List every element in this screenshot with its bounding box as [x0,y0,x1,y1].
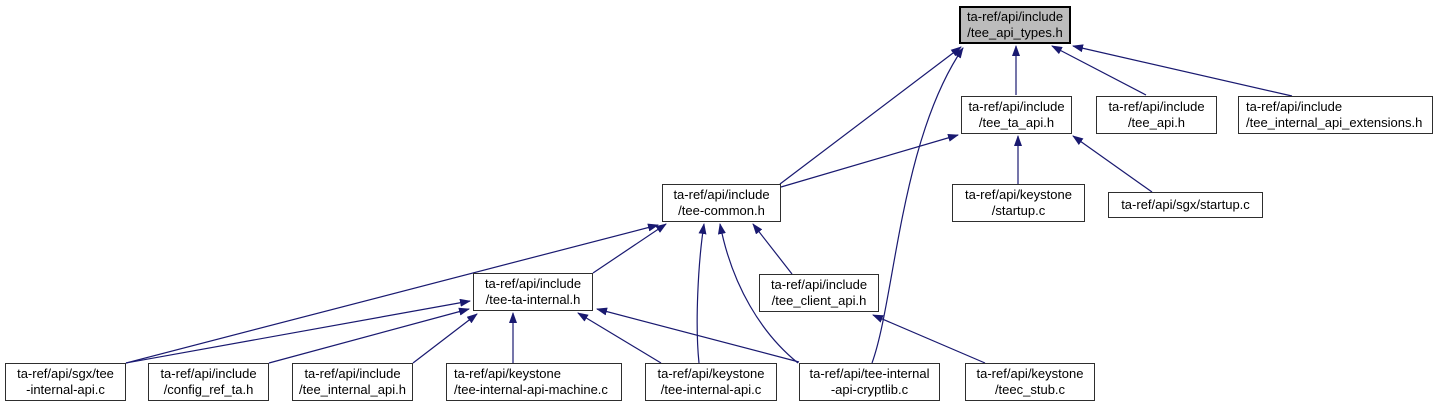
node-label-line: ta-ref/api/sgx/startup.c [1121,197,1250,212]
edge-tee_internal_api_extensions_h-to-tee_api_types_h [1072,44,1293,97]
edge-tee_internal_api_cryptlib_c-to-tee_common_h [717,223,799,364]
graph-node-tee_internal_api_extensions_h[interactable]: ta-ref/api/include/tee_internal_api_exte… [1238,96,1433,134]
node-label-line: /tee_api.h [1127,115,1186,130]
node-label-line: ta-ref/api/include [968,99,1065,114]
graph-node-tee_api_types_h[interactable]: ta-ref/api/include/tee_api_types.h [959,6,1071,44]
graph-node-sgx_startup_c[interactable]: ta-ref/api/sgx/startup.c [1108,192,1263,218]
node-label-line: ta-ref/api/keystone [657,366,765,381]
edges [125,44,1293,364]
node-label-line: /teec_stub.c [994,382,1066,397]
node-label-line: ta-ref/api/sgx/tee [17,366,114,381]
edge-tee_internal_api_cryptlib_c-to-tee_api_types_h [871,47,964,364]
node-label-line: /tee-internal-api-machine.c [454,382,608,397]
node-label-line: /tee_internal_api.h [299,382,406,397]
edge-tee_common_h-to-tee_api_types_h [779,46,962,185]
node-label-line: ta-ref/api/keystone [976,366,1084,381]
node-label-line: /tee_ta_api.h [978,115,1055,130]
edge-sgx_startup_c-to-tee_ta_api_h [1072,135,1153,193]
node-label-line: /config_ref_ta.h [163,382,254,397]
node-label-line: ta-ref/api/keystone [965,187,1072,202]
edge-keystone_tee_internal_api_c-to-tee_ta_internal_h [577,312,662,364]
graph-node-keystone_startup_c[interactable]: ta-ref/api/keystone/startup.c [952,184,1085,222]
node-label-line: ta-ref/api/include [484,276,582,291]
node-label-line: /tee-ta-internal.h [485,292,581,307]
node-label-line: ta-ref/api/include [673,187,770,202]
edge-tee_ta_internal_h-to-tee_common_h [592,223,667,274]
edge-sgx_tee_internal_api_c-to-tee_common_h [125,223,659,364]
node-label-line: /tee_internal_api_extensions.h [1246,115,1423,130]
graph-node-tee_client_api_h[interactable]: ta-ref/api/include/tee_client_api.h [759,274,879,312]
edge-tee_common_h-to-tee_ta_api_h [780,133,959,188]
node-label-line: ta-ref/api/include [1246,99,1343,114]
graph-node-keystone_tee_internal_api_machine_c[interactable]: ta-ref/api/keystone/tee-internal-api-mac… [446,363,622,401]
edge-tee_api_h-to-tee_api_types_h [1051,45,1147,96]
node-label-line: /startup.c [991,203,1046,218]
node-label-line: ta-ref/api/include [966,9,1064,24]
node-label-line: /tee-internal-api.c [660,382,762,397]
node-label-line: ta-ref/api/tee-internal [809,366,930,381]
graph-node-sgx_tee_internal_api_c[interactable]: ta-ref/api/sgx/tee-internal-api.c [5,363,126,401]
edge-tee_client_api_h-to-tee_common_h [752,223,793,275]
graph-node-keystone_teec_stub_c[interactable]: ta-ref/api/keystone/teec_stub.c [965,363,1095,401]
node-label-line: -api-cryptlib.c [830,382,909,397]
graph-node-tee_common_h[interactable]: ta-ref/api/include/tee-common.h [662,184,781,222]
node-label-line: -internal-api.c [26,382,105,397]
graph-node-tee_internal_api_cryptlib_c[interactable]: ta-ref/api/tee-internal-api-cryptlib.c [799,363,940,401]
graph-node-tee_internal_api_h[interactable]: ta-ref/api/include/tee_internal_api.h [292,363,413,401]
node-label-line: ta-ref/api/keystone [454,366,561,381]
edge-tee_internal_api_h-to-tee_ta_internal_h [412,313,478,364]
edge-config_ref_ta_h-to-tee_ta_internal_h [268,307,470,364]
graph-node-tee_ta_internal_h[interactable]: ta-ref/api/include/tee-ta-internal.h [473,273,593,311]
node-label-line: /tee_client_api.h [771,293,867,308]
node-label-line: /tee-common.h [678,203,765,218]
graph-node-config_ref_ta_h[interactable]: ta-ref/api/include/config_ref_ta.h [148,363,269,401]
node-label-line: ta-ref/api/include [160,366,257,381]
graph-node-tee_ta_api_h[interactable]: ta-ref/api/include/tee_ta_api.h [961,96,1072,134]
node-label-line: ta-ref/api/include [1108,99,1205,114]
node-label-line: /tee_api_types.h [967,25,1063,40]
graph-node-tee_api_h[interactable]: ta-ref/api/include/tee_api.h [1096,96,1217,134]
node-label-line: ta-ref/api/include [304,366,401,381]
edge-keystone_teec_stub_c-to-tee_client_api_h [872,314,986,364]
edge-keystone_tee_internal_api_c-to-tee_common_h [696,223,707,364]
node-label-line: ta-ref/api/include [770,277,868,292]
graph-node-keystone_tee_internal_api_c[interactable]: ta-ref/api/keystone/tee-internal-api.c [645,363,777,401]
edge-sgx_tee_internal_api_c-to-tee_ta_internal_h [125,298,471,364]
edge-tee_internal_api_cryptlib_c-to-tee_ta_internal_h [596,307,800,363]
